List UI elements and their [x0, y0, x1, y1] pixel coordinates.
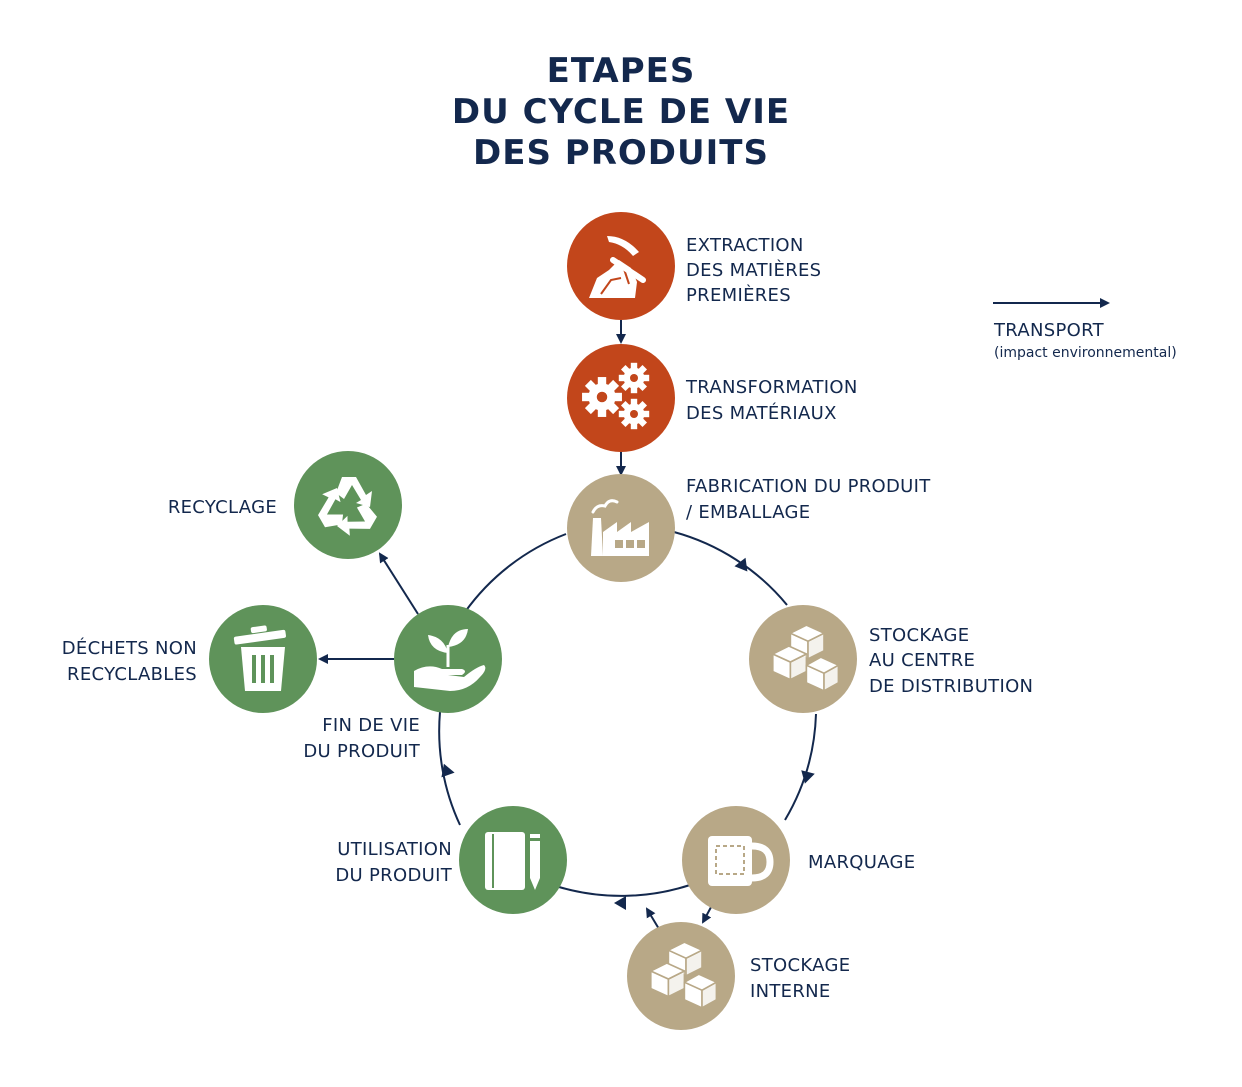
stage-stockage-interne: STOCKAGE INTERNE — [627, 922, 850, 1030]
stage-stockage-distribution-label-line-2: AU CENTRE — [869, 650, 975, 671]
arc-utilisation-to-fin-de-vie — [438, 711, 461, 826]
stage-fabrication-circle — [567, 474, 675, 582]
stage-utilisation-label-line-1: UTILISATION — [337, 839, 452, 860]
stage-transformation: TRANSFORMATION DES MATÉRIAUX — [567, 344, 858, 452]
stage-stockage-interne-label-line-1: STOCKAGE — [750, 955, 850, 976]
stage-stockage-distribution: STOCKAGE AU CENTRE DE DISTRIBUTION — [749, 605, 1033, 713]
notebook-pen-icon — [485, 832, 540, 890]
stage-extraction-label-line-3: PREMIÈRES — [686, 284, 791, 306]
stage-marquage: MARQUAGE — [682, 806, 915, 914]
arc-fin-de-vie-to-fabrication — [464, 533, 567, 613]
transport-legend: TRANSPORT (impact environnemental) — [993, 298, 1177, 361]
ring-arrowhead — [441, 763, 455, 778]
stage-stockage-distribution-label-line-3: DE DISTRIBUTION — [869, 676, 1033, 697]
stage-dechets: DÉCHETS NON RECYCLABLES — [62, 605, 317, 713]
arrow-fin-de-vie-to-recyclage — [378, 552, 419, 615]
arc-marquage-to-utilisation — [558, 884, 691, 897]
stage-extraction-label-line-1: EXTRACTION — [686, 235, 804, 256]
hand-plant-icon — [414, 629, 486, 691]
cycle-ring — [438, 531, 817, 897]
stage-marquage-label: MARQUAGE — [808, 852, 915, 873]
factory-icon — [591, 499, 649, 556]
stage-stockage-distribution-label-line-1: STOCKAGE — [869, 625, 969, 646]
transport-legend-sublabel: (impact environnemental) — [994, 345, 1177, 361]
stage-fin-de-vie-label-line-2: DU PRODUIT — [303, 741, 420, 762]
stage-dechets-label-line-2: RECYCLABLES — [67, 664, 197, 685]
ring-arrowheads — [441, 557, 815, 910]
transport-legend-label: TRANSPORT — [993, 320, 1105, 341]
arc-stockage-to-marquage — [784, 713, 817, 821]
recycle-icon — [318, 477, 377, 536]
ring-arrowhead — [614, 896, 626, 910]
pickaxe-rock-icon — [589, 236, 646, 298]
stage-dechets-label-line-1: DÉCHETS NON — [62, 637, 197, 659]
stage-extraction-label-line-2: DES MATIÈRES — [686, 259, 821, 281]
title-line-2: DU CYCLE DE VIE — [452, 92, 790, 132]
stage-fin-de-vie-label-line-1: FIN DE VIE — [322, 715, 420, 736]
stage-recyclage-label: RECYCLAGE — [168, 497, 277, 518]
stage-fabrication-label-line-2: / EMBALLAGE — [686, 502, 810, 523]
trash-bin-icon — [233, 625, 286, 691]
stage-transformation-label-line-2: DES MATÉRIAUX — [686, 402, 837, 424]
arc-fabrication-to-stockage — [673, 531, 788, 606]
stage-fabrication-label-line-1: FABRICATION DU PRODUIT — [686, 476, 931, 497]
stage-fabrication: FABRICATION DU PRODUIT / EMBALLAGE — [567, 474, 931, 582]
stage-utilisation-label-line-2: DU PRODUIT — [335, 865, 452, 886]
mug-icon — [708, 836, 774, 886]
ring-arrowhead — [734, 557, 748, 572]
ring-arrowhead — [801, 770, 815, 784]
stage-transformation-label-line-1: TRANSFORMATION — [685, 377, 858, 398]
arrow-stockage-interne-to-utilisation — [645, 907, 660, 930]
stage-recyclage: RECYCLAGE — [168, 451, 402, 559]
stage-recyclage-circle — [294, 451, 402, 559]
stage-fin-de-vie: FIN DE VIE DU PRODUIT — [303, 605, 502, 762]
stage-stockage-interne-label-line-2: INTERNE — [750, 981, 831, 1002]
stage-utilisation: UTILISATION DU PRODUIT — [335, 806, 567, 914]
title-line-1: ETAPES — [547, 51, 696, 91]
title-line-3: DES PRODUITS — [473, 133, 769, 173]
stage-extraction: EXTRACTION DES MATIÈRES PREMIÈRES — [567, 212, 821, 320]
